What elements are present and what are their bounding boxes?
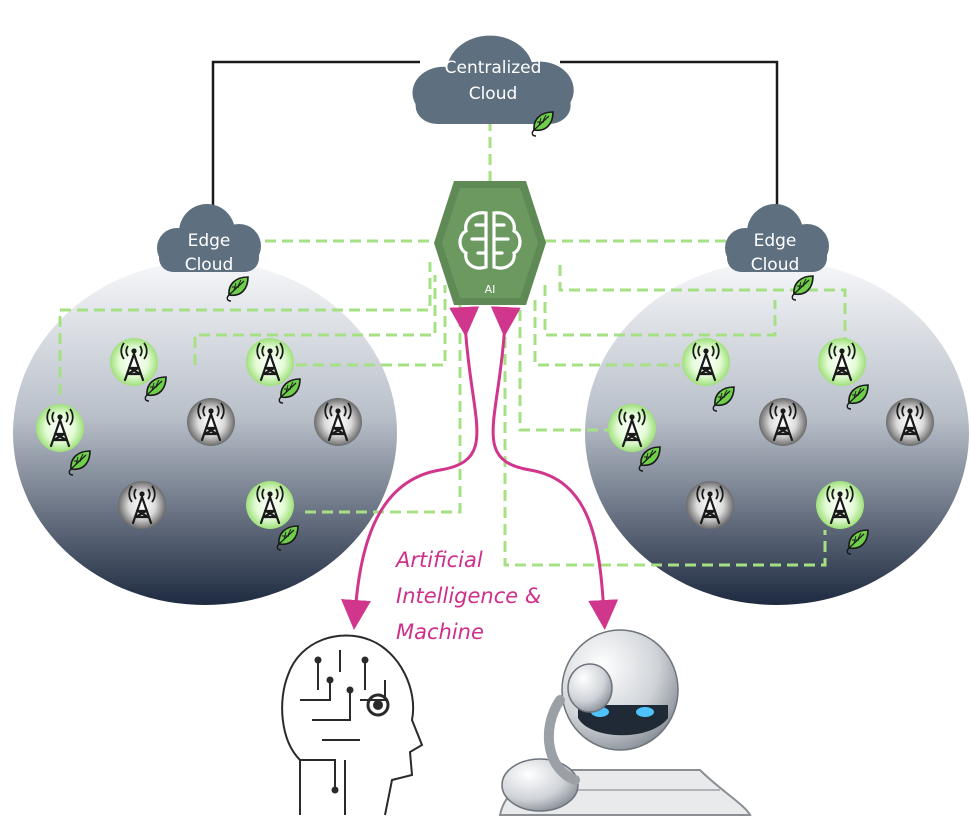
edge-cloud-right-label-2: Cloud: [751, 255, 800, 275]
radio-tower-icon: [246, 338, 301, 404]
caption-line-1: Artificial: [394, 548, 483, 572]
backbone-link-right: [560, 60, 779, 205]
radio-tower-icon: [314, 398, 362, 446]
right-cell-towers: [608, 338, 934, 555]
radio-tower-icon: [816, 481, 869, 555]
caption-line-3: Machine: [396, 620, 484, 644]
radio-tower-icon: [608, 404, 661, 472]
radio-tower-icon: [187, 398, 235, 446]
edge-cloud-left-label-2: Cloud: [185, 255, 234, 275]
edge-cloud-right: Edge Cloud: [725, 204, 829, 275]
brain-circuit-icon: [458, 211, 522, 270]
radio-tower-icon: [818, 338, 869, 410]
radio-tower-icon: [110, 338, 167, 402]
circuit-head-illustration: [281, 634, 424, 816]
radio-tower-icon: [682, 338, 735, 412]
radio-tower-icon: [686, 481, 734, 529]
radio-tower-icon: [246, 481, 299, 551]
left-cell-towers: [36, 338, 362, 551]
robot-reading-illustration: [498, 629, 752, 816]
backbone-link-left: [211, 60, 420, 205]
centralized-cloud-label-2: Cloud: [469, 84, 518, 104]
ai-hub: AI: [434, 181, 546, 305]
caption-line-2: Intelligence &: [396, 584, 541, 608]
learning-arrows: [341, 306, 619, 630]
edge-cloud-left: Edge Cloud: [157, 204, 261, 275]
radio-tower-icon: [886, 398, 934, 446]
centralized-cloud: Centralized Cloud: [412, 35, 574, 124]
radio-tower-icon: [118, 481, 166, 529]
centralized-cloud-label-1: Centralized: [445, 58, 542, 78]
radio-tower-icon: [36, 404, 91, 476]
ai-hub-label: AI: [485, 283, 496, 296]
radio-tower-icon: [759, 398, 807, 446]
edge-cloud-left-label-1: Edge: [188, 231, 231, 251]
edge-cloud-right-label-1: Edge: [754, 231, 797, 251]
